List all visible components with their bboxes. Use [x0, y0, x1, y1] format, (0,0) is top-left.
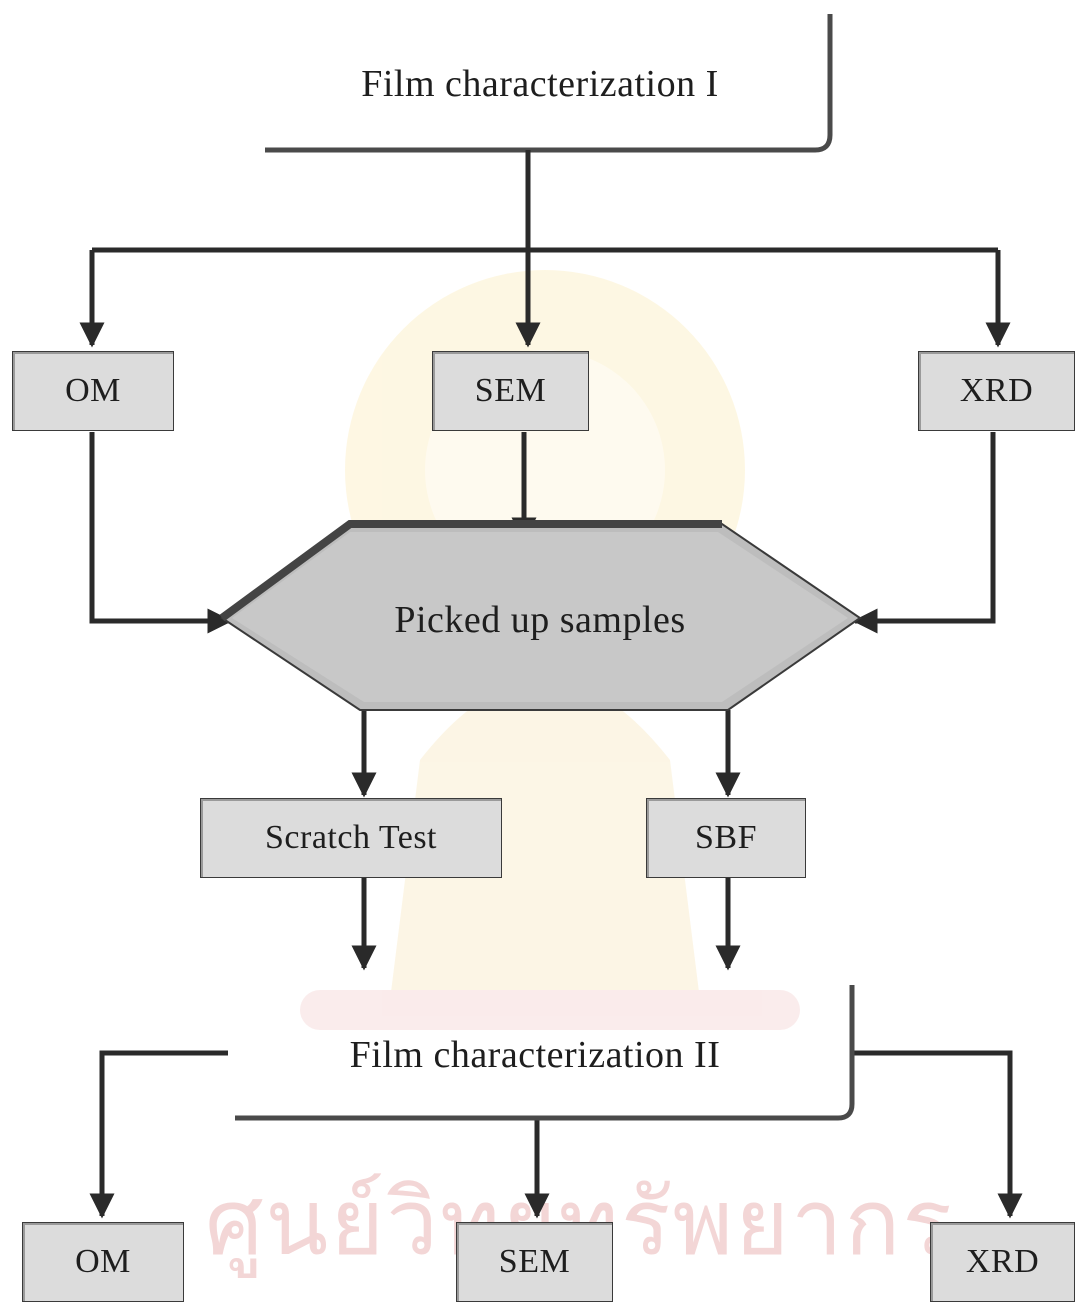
header-bottom-label: Film characterization II [349, 1034, 721, 1076]
decision-hexagon [219, 520, 862, 711]
box-xrd-2: XRD [930, 1222, 1075, 1302]
box-sem-2-label: SEM [498, 1243, 571, 1280]
arrow-om1-to-hex [89, 432, 233, 634]
header-top-shape [265, 14, 833, 153]
box-om-1: OM [12, 351, 174, 431]
arrow-header2-to-xrd2 [852, 1050, 1023, 1219]
arrow-header2-to-om2 [89, 1050, 228, 1219]
box-xrd-1: XRD [918, 351, 1075, 431]
box-xrd-1-label: XRD [959, 372, 1034, 409]
header-top-label: Film characterization I [361, 63, 719, 105]
arrow-xrd1-to-hex [852, 432, 996, 634]
header-film-characterization-2: Film characterization II [265, 1020, 805, 1090]
header-bottom-shape [235, 985, 855, 1121]
box-scratch-test-label: Scratch Test [265, 819, 437, 856]
box-scratch-test: Scratch Test [200, 798, 502, 878]
box-sem-1-label: SEM [474, 372, 547, 409]
box-sem-1: SEM [432, 351, 589, 431]
box-xrd-2-label: XRD [965, 1243, 1040, 1280]
box-om-1-label: OM [65, 372, 121, 409]
hexagon-text: Picked up samples [300, 585, 780, 655]
box-sbf-label: SBF [695, 819, 757, 856]
box-sem-2: SEM [456, 1222, 613, 1302]
box-sbf: SBF [646, 798, 806, 878]
header-film-characterization-1: Film characterization I [280, 48, 800, 120]
box-om-2-label: OM [75, 1243, 131, 1280]
hexagon-label: Picked up samples [394, 599, 686, 641]
box-om-2: OM [22, 1222, 184, 1302]
